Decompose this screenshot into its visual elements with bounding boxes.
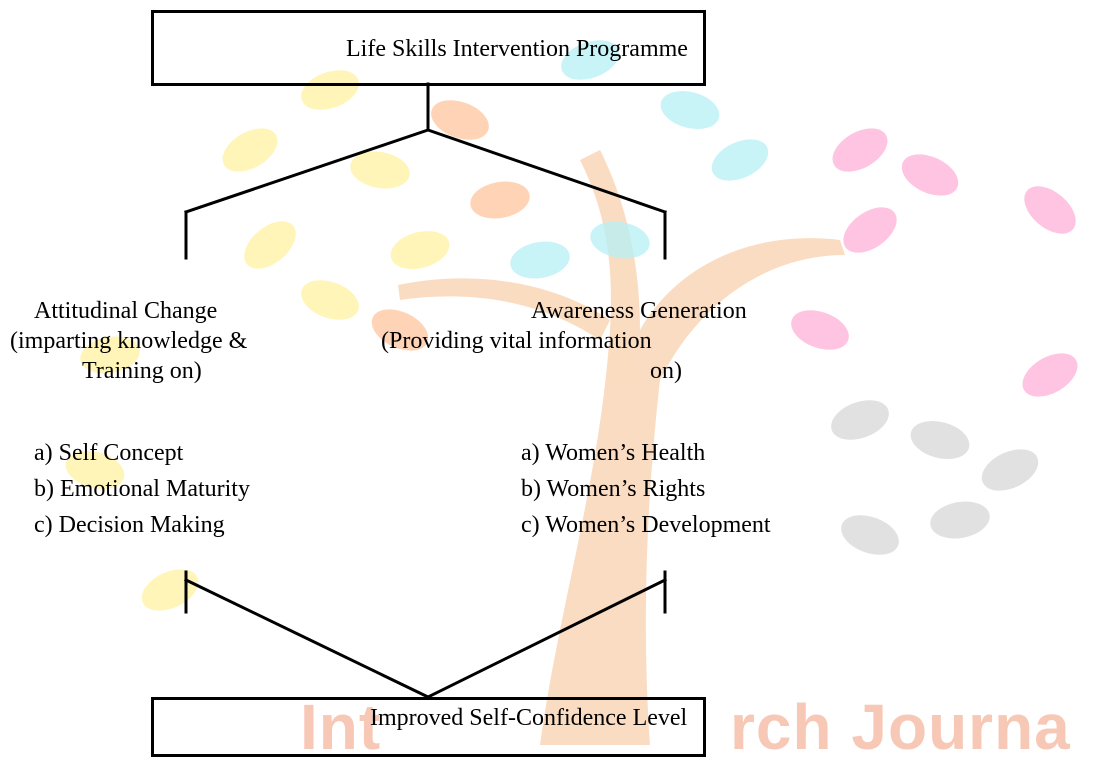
watermark-leaf bbox=[910, 420, 970, 460]
watermark-leaf bbox=[843, 207, 897, 253]
watermark-leaf bbox=[711, 139, 769, 181]
bottom-left-merge-line bbox=[183, 577, 431, 700]
watermark-leaf bbox=[470, 181, 530, 219]
left-heading-line3: Training on) bbox=[82, 358, 202, 384]
watermark-leaf bbox=[1022, 353, 1078, 397]
right-heading-line2: (Providing vital information bbox=[381, 328, 652, 354]
left-heading-line2: (imparting knowledge & bbox=[10, 328, 248, 354]
watermark-leaf bbox=[301, 70, 359, 110]
watermark-leaf bbox=[981, 449, 1039, 491]
right-heading-line3: on) bbox=[650, 358, 682, 384]
right-item-1: a) Women’s Health bbox=[521, 440, 706, 466]
watermark-leaf bbox=[660, 90, 720, 130]
left-item-3: c) Decision Making bbox=[34, 512, 225, 538]
top-right-branch-line bbox=[426, 128, 667, 214]
right-heading-line1: Awareness Generation bbox=[531, 298, 747, 324]
watermark-leaf bbox=[791, 310, 849, 350]
watermark-leaf bbox=[561, 40, 619, 80]
watermark-leaf bbox=[901, 154, 959, 196]
watermark-leaf bbox=[371, 309, 429, 351]
watermark-leaf bbox=[1024, 186, 1076, 234]
watermark-leaf bbox=[431, 100, 489, 140]
left-item-2: b) Emotional Maturity bbox=[34, 476, 250, 502]
watermark-tree bbox=[65, 40, 1078, 745]
watermark-leaf bbox=[510, 241, 570, 279]
watermark-leaf bbox=[930, 501, 990, 539]
watermark-leaf bbox=[301, 280, 359, 320]
watermark-leaf bbox=[80, 336, 140, 374]
top-box bbox=[151, 10, 706, 86]
watermark-leaf bbox=[350, 151, 410, 189]
connector-lines bbox=[183, 82, 668, 700]
top-left-branch-line bbox=[184, 128, 430, 214]
watermark-leaf bbox=[244, 221, 296, 269]
top-box-label: Life Skills Intervention Programme bbox=[346, 36, 688, 62]
watermark-leaf bbox=[65, 450, 125, 490]
right-item-3: c) Women’s Development bbox=[521, 512, 771, 538]
watermark-leaf bbox=[222, 128, 278, 172]
bottom-box-label: Improved Self-Confidence Level bbox=[370, 705, 688, 731]
bottom-right-merge-line bbox=[425, 577, 668, 700]
watermark-leaf bbox=[831, 400, 889, 440]
watermark-leaf bbox=[832, 128, 888, 172]
left-heading-line1: Attitudinal Change bbox=[34, 298, 218, 324]
watermark-leaf bbox=[590, 221, 650, 259]
left-item-1: a) Self Concept bbox=[34, 440, 184, 466]
right-item-2: b) Women’s Rights bbox=[521, 476, 706, 502]
watermark-leaf bbox=[141, 569, 199, 611]
watermark-leaf bbox=[390, 230, 450, 270]
watermark-leaf bbox=[841, 515, 899, 555]
